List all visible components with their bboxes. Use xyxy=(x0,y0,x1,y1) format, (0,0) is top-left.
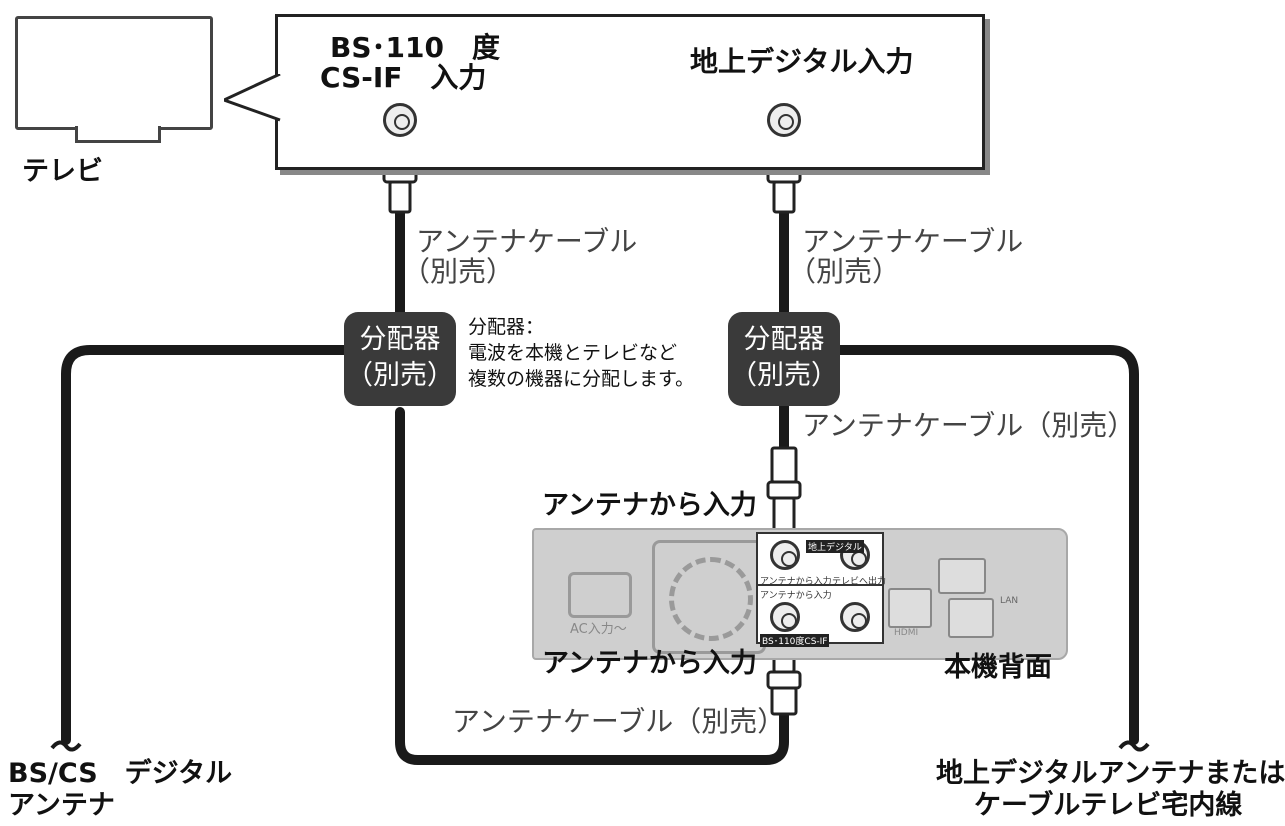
right-splitter: 分配器 （別売） xyxy=(728,312,840,406)
bscs-antenna-label-2: アンテナ xyxy=(8,790,115,821)
antenna-in-tiny-label-2: アンテナから入力 xyxy=(760,591,832,601)
right-splitter-label: 分配器 xyxy=(743,324,825,355)
hdmi-tiny-label: HDMI xyxy=(894,628,919,638)
cable-left-splitter-to-bscs-antenna xyxy=(61,345,349,745)
cable-label-right-upper-1: アンテナケーブル xyxy=(802,225,1024,258)
bscs-terminal-panel: アンテナから入力 BS･110度CS-IF xyxy=(756,584,884,647)
cable-label-right-middle: アンテナケーブル（別売） xyxy=(802,409,1136,442)
terrestrial-tiny-label: 地上デジタル xyxy=(806,540,864,553)
lan-port-icon xyxy=(948,598,994,638)
tv-label: テレビ xyxy=(22,156,103,187)
splitter-note-line2: 電波を本機とテレビなど xyxy=(468,342,678,364)
cable-left-splitter-to-recorder-bs xyxy=(395,407,789,765)
tv-icon xyxy=(15,16,213,130)
bscs-tiny-label: BS･110度CS-IF xyxy=(760,634,830,647)
tv-bs-input-label-2: CS-IF 入力 xyxy=(320,61,487,94)
tv-terrestrial-input-label: 地上デジタル入力 xyxy=(690,45,914,78)
ac-input-label: AC入力～ xyxy=(570,622,627,637)
terrestrial-antenna-end-icon xyxy=(1118,740,1150,752)
ac-inlet-icon xyxy=(568,572,632,618)
fan-icon xyxy=(652,540,766,654)
splitter-note-line1: 分配器： xyxy=(468,316,545,338)
tv-bs-port xyxy=(383,103,417,137)
hdmi-port-icon xyxy=(888,588,932,628)
callout-pointer xyxy=(224,74,283,122)
tv-terrestrial-port xyxy=(767,103,801,137)
cable-right-splitter-to-terrestrial-antenna xyxy=(835,345,1139,745)
cable-label-right-upper-2: （別売） xyxy=(788,255,901,288)
recorder-bscs-out-port xyxy=(840,602,870,632)
tv-out-tiny-label: テレビへ出力 xyxy=(832,577,887,587)
terrestrial-terminal-panel: 地上デジタル アンテナから入力 テレビへ出力 xyxy=(756,532,887,588)
lan-tiny-label: LAN xyxy=(1000,596,1019,606)
cable-label-bottom: アンテナケーブル（別売） xyxy=(452,705,786,738)
antenna-in-tiny-label: アンテナから入力 xyxy=(760,577,832,587)
tv-rear-callout xyxy=(275,14,985,170)
usb-port-icon xyxy=(938,558,986,594)
right-splitter-sublabel: （別売） xyxy=(730,360,838,391)
recorder-bscs-in-port xyxy=(770,602,800,632)
tv-bs-input-label-1: BS･110 度 xyxy=(330,31,500,64)
terrestrial-antenna-label-1: 地上デジタルアンテナまたは xyxy=(936,758,1285,789)
cable-label-left-upper-2: （別売） xyxy=(402,255,515,288)
recorder-terrestrial-in-port xyxy=(770,540,800,570)
left-splitter-label: 分配器 xyxy=(359,324,441,355)
tv-stand-icon xyxy=(75,126,161,143)
left-splitter-sublabel: （別売） xyxy=(346,360,454,391)
left-splitter: 分配器 （別売） xyxy=(344,312,456,406)
cable-label-left-upper-1: アンテナケーブル xyxy=(416,225,638,258)
terrestrial-antenna-label-2: ケーブルテレビ宅内線 xyxy=(974,790,1243,821)
recorder-input-top-label: アンテナから入力 xyxy=(542,490,757,521)
recorder-rear-panel: AC入力～ 地上デジタル アンテナから入力 テレビへ出力 アンテナから入力 BS… xyxy=(532,528,1068,660)
splitter-note-line3: 複数の機器に分配します。 xyxy=(468,368,695,390)
recorder-input-bottom-label: アンテナから入力 xyxy=(542,648,757,679)
recorder-rear-label: 本機背面 xyxy=(944,652,1052,683)
bscs-antenna-label-1: BS/CS デジタル xyxy=(8,758,233,789)
bscs-antenna-end-icon xyxy=(50,740,82,752)
splitter-note: 分配器： 電波を本機とテレビなど 複数の機器に分配します。 xyxy=(468,314,694,392)
